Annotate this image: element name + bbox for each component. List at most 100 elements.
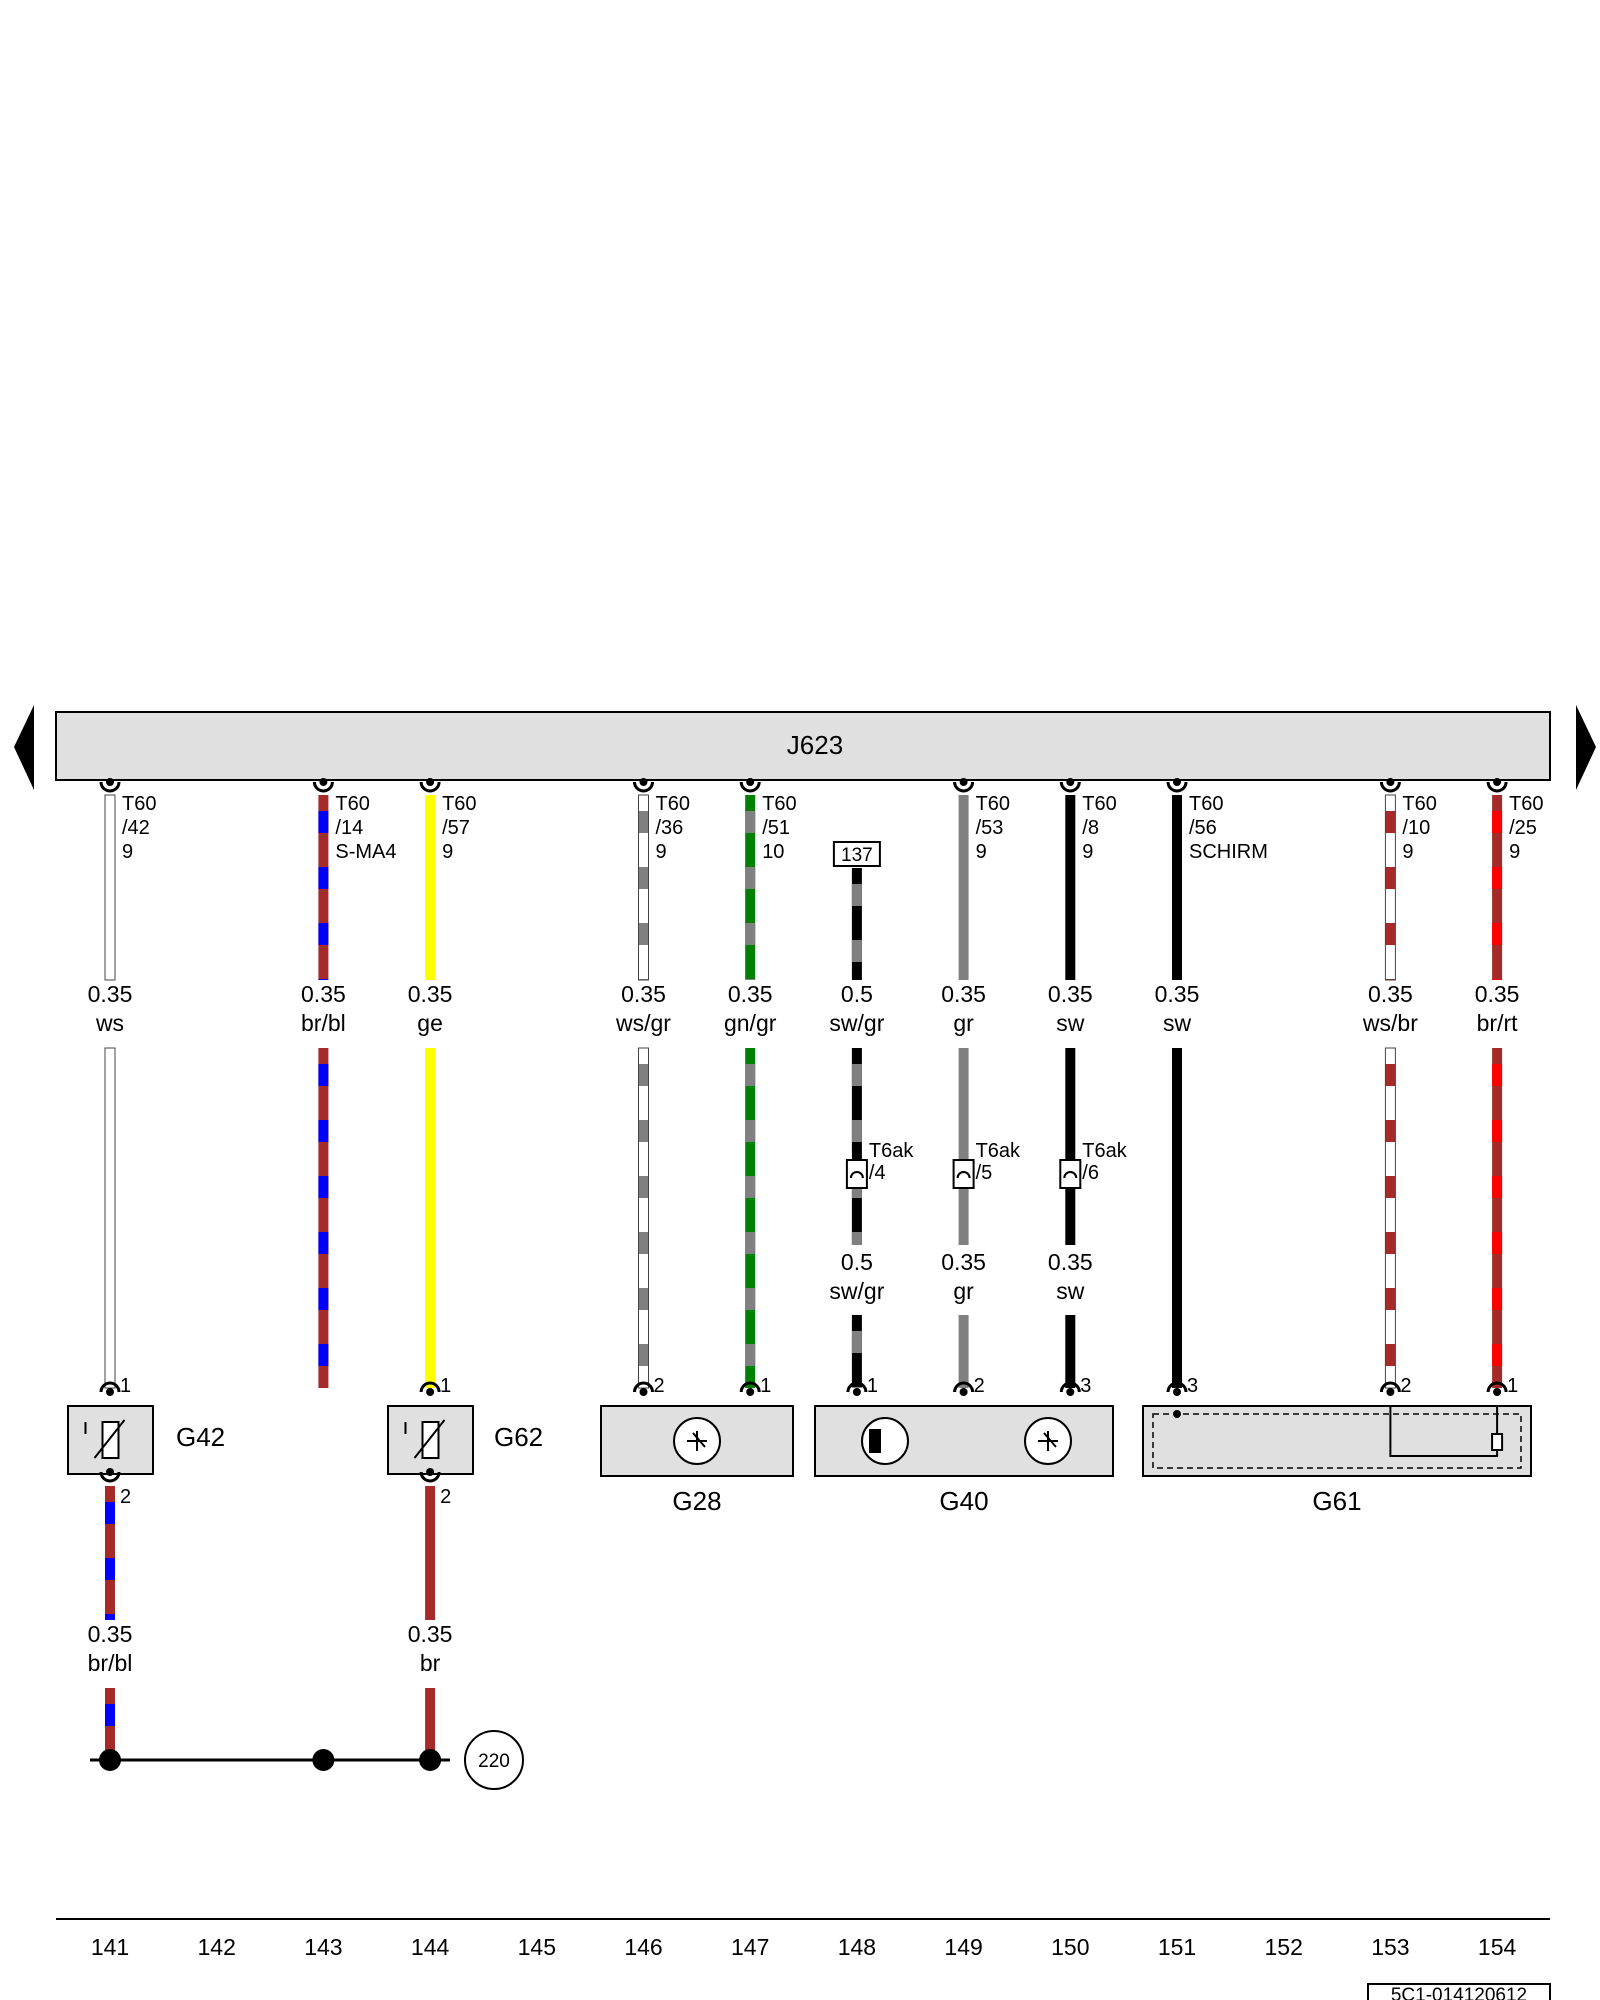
lower-wire-segment-upper[interactable] bbox=[425, 1486, 436, 1620]
wire-stripe bbox=[1385, 1288, 1396, 1310]
wire-segment-upper[interactable] bbox=[745, 795, 756, 980]
ground-reference-220[interactable]: 220 bbox=[464, 1730, 524, 1790]
pin-label: T60 bbox=[335, 793, 369, 815]
pin-dot bbox=[106, 1388, 114, 1396]
ref-box-frame bbox=[832, 841, 881, 867]
wire-segment-upper[interactable] bbox=[104, 794, 116, 981]
component-label: G42 bbox=[176, 1422, 225, 1452]
wire-segment-lower[interactable] bbox=[425, 1048, 436, 1388]
wire-base bbox=[1172, 1048, 1182, 1388]
wire-segment-upper[interactable] bbox=[1172, 795, 1182, 980]
connector-t6ak[interactable]: T6ak/4 bbox=[845, 1140, 914, 1189]
wire-segment-middle[interactable] bbox=[851, 1048, 862, 1245]
document-id: 5C1-014120612 bbox=[1391, 1985, 1527, 2000]
wire-stripe bbox=[745, 1288, 756, 1310]
pin-label: 9 bbox=[656, 841, 667, 863]
pin-dot bbox=[1386, 1388, 1395, 1396]
wire-segment-lower[interactable] bbox=[1384, 1047, 1396, 1389]
wire-segment-middle[interactable] bbox=[1065, 1048, 1076, 1245]
connector-t6ak[interactable]: T6ak/5 bbox=[952, 1140, 1021, 1189]
connector-t6ak[interactable]: T6ak/6 bbox=[1059, 1140, 1128, 1189]
component-g42[interactable]: G42 bbox=[67, 1405, 225, 1475]
wire-segment-lower[interactable] bbox=[1492, 1048, 1503, 1388]
wire-color-code: sw/gr bbox=[829, 1010, 884, 1036]
wire-segment-lower[interactable] bbox=[318, 1048, 329, 1388]
lower-wire-segment-bottom[interactable] bbox=[425, 1688, 436, 1760]
wire-stripe bbox=[745, 1064, 756, 1086]
pin-label: /25 bbox=[1509, 817, 1537, 839]
wire-segment-upper[interactable] bbox=[638, 794, 649, 981]
pin-label: T60 bbox=[1509, 793, 1543, 815]
ref-box-137[interactable]: 137 bbox=[832, 841, 881, 867]
wire-segment-middle[interactable] bbox=[958, 1048, 969, 1245]
wire-segment-lower[interactable] bbox=[1172, 1048, 1182, 1388]
component-pin-label: 1 bbox=[867, 1375, 878, 1397]
wire-segment-bottom[interactable] bbox=[958, 1315, 969, 1388]
pin-arc bbox=[1059, 1381, 1081, 1393]
wire-stripe bbox=[318, 1344, 329, 1366]
component-pin bbox=[1166, 1381, 1188, 1396]
wire-base bbox=[638, 1048, 649, 1388]
pin-dot bbox=[639, 1388, 648, 1396]
column-number: 143 bbox=[304, 1934, 342, 1960]
wire-segment-bottom[interactable] bbox=[851, 1315, 862, 1388]
wire-color-code-lower: sw bbox=[1056, 1278, 1085, 1304]
wire-base bbox=[105, 1048, 115, 1388]
pin-dot bbox=[1066, 1388, 1075, 1396]
wire-segment-upper[interactable] bbox=[1384, 794, 1396, 981]
wire-stripe bbox=[105, 1502, 115, 1524]
wire-stripe bbox=[638, 923, 649, 945]
wire-stripe bbox=[638, 867, 649, 889]
component-g62[interactable]: G62 bbox=[387, 1405, 543, 1475]
component-g61[interactable]: G61 bbox=[1142, 1405, 1532, 1516]
module-label: J623 bbox=[787, 730, 843, 760]
ground-bus-line[interactable] bbox=[90, 1749, 450, 1771]
module-pin bbox=[1379, 778, 1401, 793]
wire-segment-upper[interactable] bbox=[425, 795, 436, 980]
thermistor-icon bbox=[421, 1421, 440, 1459]
wire-segment-upper[interactable] bbox=[1492, 795, 1503, 980]
wire-stripe bbox=[745, 1120, 756, 1142]
next-page-arrow-icon[interactable] bbox=[1576, 705, 1596, 790]
connector-arc bbox=[956, 1171, 971, 1179]
control-module-j623[interactable]: J623 bbox=[55, 711, 1551, 781]
pin-label: 10 bbox=[762, 841, 784, 863]
wire-segment-lower[interactable] bbox=[638, 1047, 649, 1389]
lower-wire-segment-bottom[interactable] bbox=[105, 1688, 115, 1760]
wire-segment-bottom[interactable] bbox=[1065, 1315, 1076, 1388]
wire-segment-lower[interactable] bbox=[745, 1048, 756, 1388]
wire-base bbox=[1492, 1048, 1503, 1388]
wire-stripe bbox=[105, 1704, 115, 1726]
wire-segment-lower[interactable] bbox=[104, 1047, 116, 1389]
wire-segment-upper[interactable] bbox=[1065, 795, 1076, 980]
pin-arc bbox=[633, 781, 654, 793]
wire-segment-upper[interactable] bbox=[958, 795, 969, 980]
component-g40[interactable]: G40 bbox=[814, 1405, 1114, 1516]
component-g28[interactable]: G28 bbox=[600, 1405, 794, 1516]
pin-arc bbox=[419, 781, 441, 793]
pin-dot bbox=[959, 1388, 968, 1396]
wire-segment-upper[interactable] bbox=[318, 795, 329, 980]
pin-dot bbox=[639, 778, 648, 786]
lower-wire-segment-upper[interactable] bbox=[105, 1486, 115, 1620]
component-body bbox=[1142, 1405, 1532, 1477]
wire-segment-upper[interactable] bbox=[851, 868, 862, 980]
wire-stripe bbox=[1492, 1064, 1503, 1086]
prev-page-arrow-icon[interactable] bbox=[14, 705, 34, 790]
pin-label: /51 bbox=[762, 817, 790, 839]
wire-stripe bbox=[745, 867, 756, 889]
document-id-box: 5C1-014120612 bbox=[1367, 1983, 1551, 2000]
